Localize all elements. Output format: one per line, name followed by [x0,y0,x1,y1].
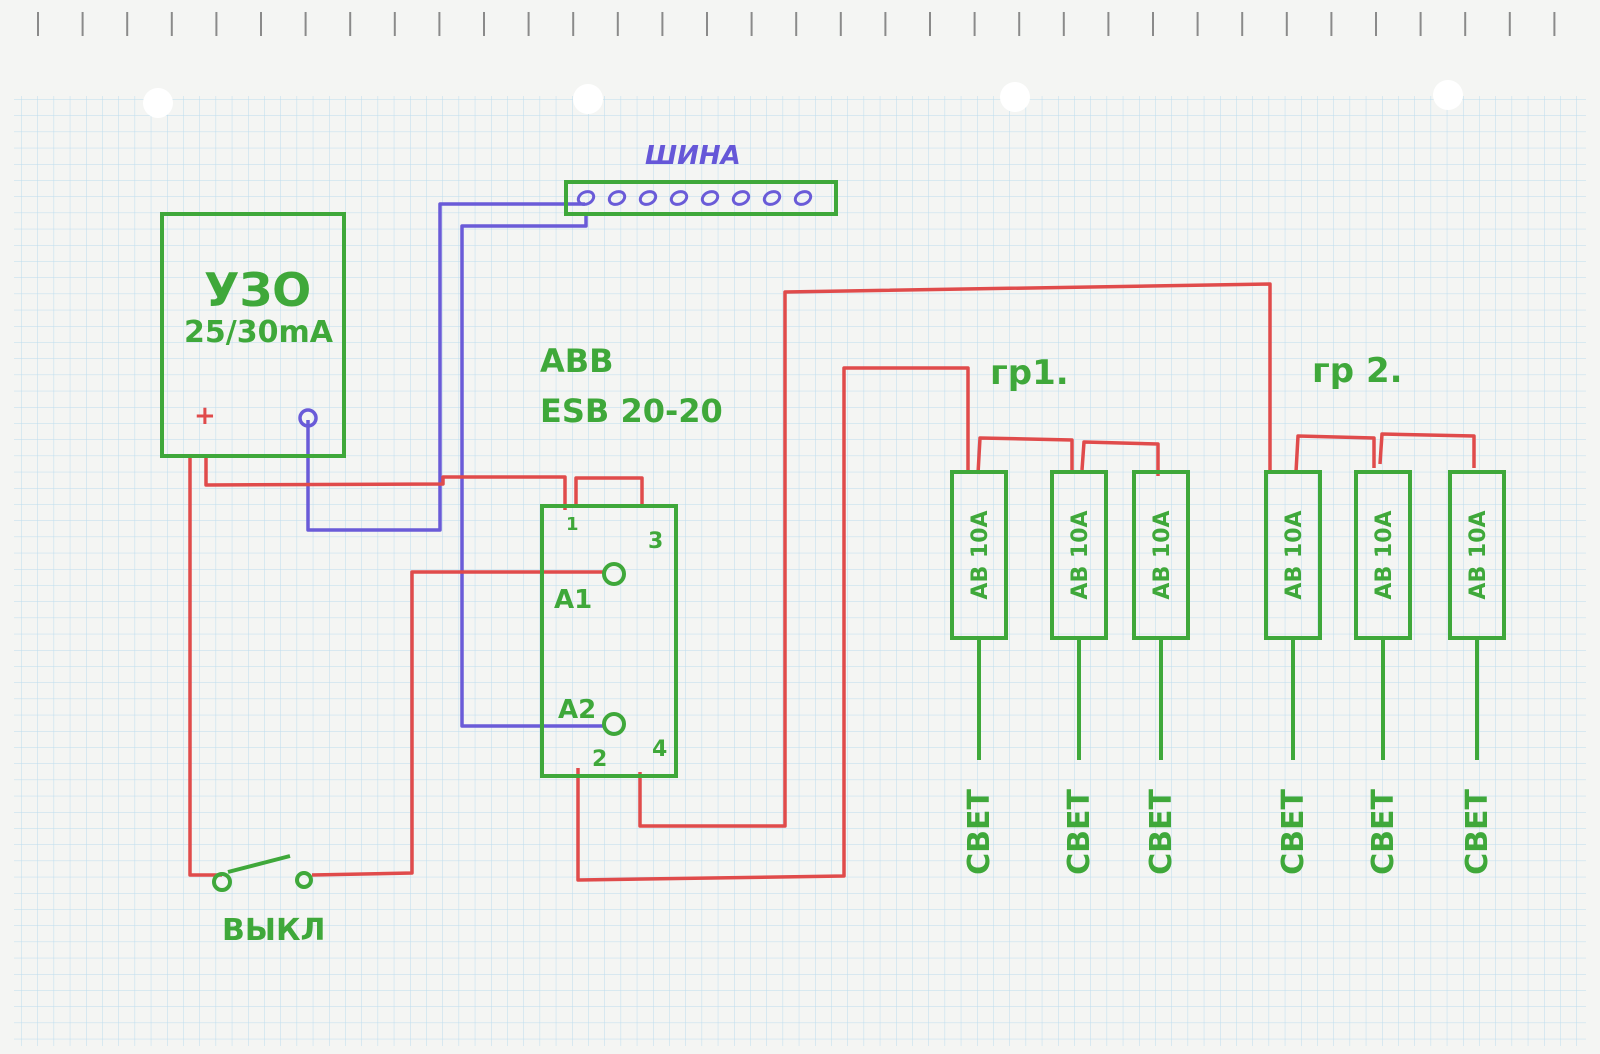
punch-holes [143,80,1463,118]
neutral-wire-rcd-to-bus [306,202,585,532]
load-label: СВЕТ [1144,789,1179,875]
neutral-busbar: ШИНА [564,141,838,216]
contactor-block: ABB ESB 20-20 1 3 A1 A2 2 4 [540,342,723,778]
rcd-block: УЗО 25/30mA [160,212,346,458]
contactor-brand: ABB [540,342,614,380]
busbar-holes [576,190,813,206]
group-1: гр1. АВ 10А СВЕТ АВ 10А СВЕТ АВ 10А СВЕТ [950,353,1190,875]
breaker-label: АВ 10А [1150,510,1175,599]
load-label: СВЕТ [1276,789,1311,875]
phase-wire-switch-to-a1 [311,570,606,877]
punch-hole [143,88,173,118]
busbar-hole [669,190,689,206]
busbar-hole [793,190,813,206]
busbar-hole [762,190,782,206]
graph-grid [14,96,1586,1046]
circuit-breaker: АВ 10А СВЕТ [1264,470,1322,875]
coil-terminal-a2 [602,712,626,736]
group-label: гр 2. [1312,351,1403,391]
rcd-rating: 25/30mA [184,315,334,350]
terminal-1: 1 [566,514,579,535]
phase-wire-rcd-to-t1 [204,456,567,510]
coil-terminal-a1 [602,562,626,586]
load-label: СВЕТ [1062,789,1097,875]
breaker-label: АВ 10А [968,510,993,599]
group1-jumper-2-3 [1080,440,1160,476]
terminal-2: 2 [592,747,607,772]
load-label: СВЕТ [962,789,997,875]
punch-hole [1000,82,1030,112]
circuit-breaker: АВ 10А СВЕТ [1354,470,1412,875]
breaker-label: АВ 10А [1372,510,1397,599]
light-switch: ВЫКЛ [212,854,325,948]
terminal-a2-label: A2 [558,695,596,725]
rcd-plus-terminal: + [194,401,216,431]
group2-jumper-2-3 [1378,432,1476,468]
rcd-neutral-terminal [298,408,318,428]
rcd-title: УЗО [204,263,311,317]
rcd-box [160,212,346,458]
load-label: СВЕТ [1460,789,1495,875]
breaker-label: АВ 10А [1466,510,1491,599]
notebook-perforation [37,12,1556,36]
circuit-breaker: АВ 10А СВЕТ [1132,470,1190,875]
load-label: СВЕТ [1366,789,1401,875]
circuit-breaker: АВ 10А СВЕТ [1448,470,1506,875]
phase-wire-t2-to-group1 [576,366,970,882]
switch-label: ВЫКЛ [222,913,325,948]
switch-contact-left [212,872,232,892]
group-2: гр 2. АВ 10А СВЕТ АВ 10А СВЕТ АВ 10А СВЕТ [1264,351,1506,875]
busbar-hole [607,190,627,206]
busbar-hole [731,190,751,206]
punch-hole [1433,80,1463,110]
breaker-groups: гр1. АВ 10А СВЕТ АВ 10А СВЕТ АВ 10А СВЕТ гр 2. А… [950,351,1506,875]
terminal-a1-label: A1 [554,585,592,615]
group1-jumper-1-2 [976,436,1074,475]
breaker-label: АВ 10А [1282,510,1307,599]
phase-jumper-t1-t3 [574,476,644,508]
neutral-wires [306,202,606,728]
contactor-box [540,504,678,778]
terminal-3: 3 [648,529,663,554]
punch-hole [573,84,603,114]
neutral-wire-bus-to-a2 [460,214,606,728]
breaker-label: АВ 10А [1068,510,1093,599]
busbar-hole [576,190,596,206]
terminal-4: 4 [652,737,667,762]
group2-jumper-1-2 [1294,434,1376,473]
switch-lever [227,854,291,874]
phase-wire-rcd-to-switch [188,456,222,877]
circuit-breaker: АВ 10А СВЕТ [1050,470,1108,875]
circuit-breaker: АВ 10А СВЕТ [950,470,1008,875]
phase-wires [188,282,1476,882]
switch-contact-right [295,871,313,889]
phase-wire-t4-to-group2 [638,282,1272,828]
busbar-hole [700,190,720,206]
group-label: гр1. [990,353,1069,393]
busbar-hole [638,190,658,206]
busbar-label: ШИНА [645,141,741,171]
contactor-model: ESB 20-20 [540,392,723,430]
busbar-box [564,180,838,216]
